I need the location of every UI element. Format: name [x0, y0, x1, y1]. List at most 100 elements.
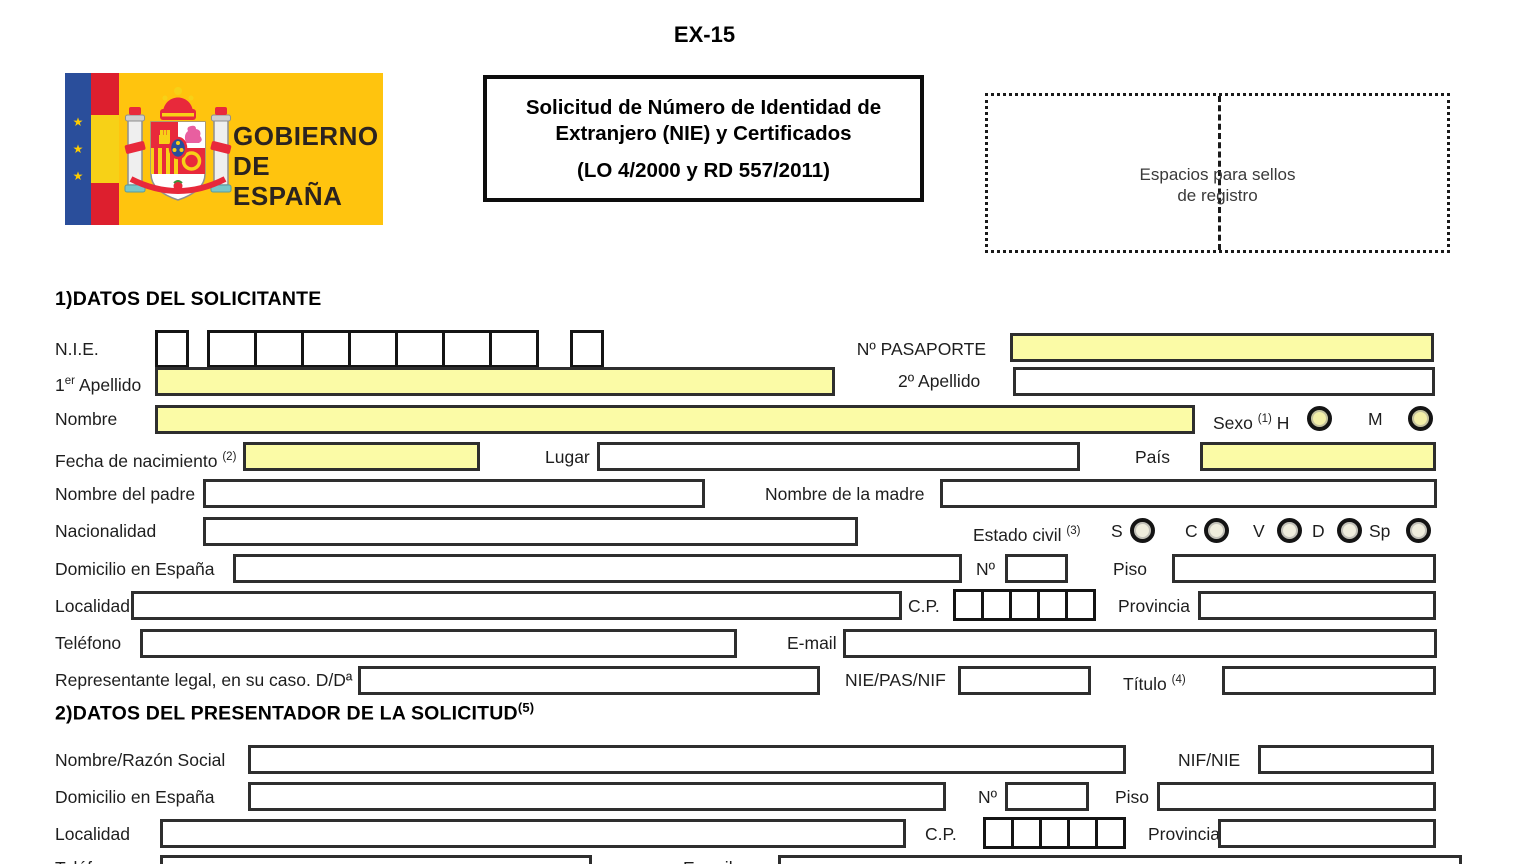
postal-code-cell[interactable] [1009, 589, 1040, 621]
nie-digit-cell[interactable] [348, 330, 398, 368]
postal-code-cell[interactable] [983, 817, 1014, 849]
birth-place-field[interactable] [597, 442, 1080, 471]
presenter-street-number-field[interactable] [1005, 782, 1089, 811]
marital-radio-v[interactable] [1277, 518, 1302, 543]
first-surname-field[interactable] [155, 367, 835, 396]
given-name-label: Nombre [55, 409, 118, 429]
sex-radio-m[interactable] [1408, 406, 1433, 431]
nie-label: N.I.E. [55, 339, 99, 359]
marital-radio-sp[interactable] [1406, 518, 1431, 543]
sex-option-m-label: M [1368, 409, 1383, 429]
stamp-box-divider [1217, 96, 1221, 250]
presenter-address-spain-label: Domicilio en España [55, 787, 215, 807]
birth-country-field[interactable] [1200, 442, 1436, 471]
address-spain-label: Domicilio en España [55, 559, 215, 579]
logo-wordmark: GOBIERNO DE ESPAÑA [233, 121, 379, 211]
nie-digit-cell[interactable] [395, 330, 445, 368]
presenter-company-name-field[interactable] [248, 745, 1126, 774]
presenter-floor-field[interactable] [1157, 782, 1436, 811]
street-number-field[interactable] [1005, 554, 1068, 583]
presenter-nif-nie-label: NIF/NIE [1178, 750, 1241, 770]
postal-code-cell[interactable] [1039, 817, 1070, 849]
postal-code-label: C.P. [908, 596, 940, 616]
sex-label: Sexo (1) H [1213, 412, 1290, 433]
locality-field[interactable] [131, 591, 902, 620]
form-title-line2: Extranjero (NIE) y Certificados [555, 122, 852, 145]
second-surname-field[interactable] [1013, 367, 1435, 396]
mother-name-label: Nombre de la madre [765, 484, 925, 504]
locality-label: Localidad [55, 596, 130, 616]
postal-code-cell[interactable] [981, 589, 1012, 621]
nie-digit-cell[interactable] [207, 330, 257, 368]
eu-star-icon: ★ [72, 115, 84, 129]
stamp-box-caption: Espacios para sellos de registro [1139, 165, 1296, 205]
postal-code-cell[interactable] [1037, 589, 1068, 621]
section-2-heading: 2)DATOS DEL PRESENTADOR DE LA SOLICITUD(… [55, 700, 535, 725]
email-field[interactable] [843, 629, 1437, 658]
nie-digit-cell[interactable] [489, 330, 539, 368]
presenter-address-spain-field[interactable] [248, 782, 946, 811]
birth-date-label: Fecha de nacimiento (2) [55, 450, 237, 471]
sex-radio-h[interactable] [1307, 406, 1332, 431]
spain-coat-of-arms-icon [124, 87, 232, 201]
postal-code-cell[interactable] [1067, 817, 1098, 849]
presenter-province-field[interactable] [1218, 819, 1436, 848]
marital-radio-c[interactable] [1204, 518, 1229, 543]
eu-star-icon: ★ [72, 169, 84, 183]
mother-name-field[interactable] [940, 479, 1437, 508]
address-spain-field[interactable] [233, 554, 962, 583]
legal-representative-field[interactable] [358, 666, 820, 695]
postal-code-cell[interactable] [1065, 589, 1096, 621]
province-field[interactable] [1198, 591, 1436, 620]
passport-number-label: Nº PASAPORTE [856, 339, 986, 359]
presenter-postal-code-label: C.P. [925, 824, 957, 844]
spain-flag-stripe [91, 73, 119, 225]
nie-pas-nif-label: NIE/PAS/NIF [845, 670, 946, 690]
presenter-phone-label: Teléfono [55, 858, 121, 864]
nie-digit-cell[interactable] [301, 330, 351, 368]
form-title-box: Solicitud de Número de Identidad de Extr… [483, 75, 924, 202]
presenter-phone-field[interactable] [160, 855, 592, 864]
presenter-province-label: Provincia [1148, 824, 1220, 844]
postal-code-cell[interactable] [1011, 817, 1042, 849]
postal-code-cell[interactable] [1095, 817, 1126, 849]
nie-digit-cell[interactable] [254, 330, 304, 368]
form-title-line1: Solicitud de Número de Identidad de [525, 96, 882, 119]
marital-radio-d[interactable] [1337, 518, 1362, 543]
floor-field[interactable] [1172, 554, 1436, 583]
form-code: EX-15 [673, 22, 736, 47]
email-label: E-mail [787, 633, 837, 653]
postal-code-strip [953, 589, 1096, 621]
nationality-label: Nacionalidad [55, 521, 157, 541]
representative-title-field[interactable] [1222, 666, 1436, 695]
postal-code-cell[interactable] [953, 589, 984, 621]
presenter-nif-nie-field[interactable] [1258, 745, 1434, 774]
nie-digit-cell[interactable] [442, 330, 492, 368]
nie-pas-nif-field[interactable] [958, 666, 1091, 695]
section-1-heading: 1)DATOS DEL SOLICITANTE [55, 288, 322, 310]
phone-field[interactable] [140, 629, 737, 658]
marital-option-d-label: D [1312, 521, 1325, 541]
marital-radio-s[interactable] [1130, 518, 1155, 543]
father-name-label: Nombre del padre [55, 484, 196, 504]
presenter-street-number-label: Nº [978, 787, 998, 807]
second-surname-label: 2º Apellido [898, 371, 981, 391]
father-name-field[interactable] [203, 479, 705, 508]
street-number-label: Nº [976, 559, 996, 579]
eu-star-icon: ★ [72, 142, 84, 156]
eu-flag-stripe: ★ ★ ★ [65, 73, 91, 225]
form-title-line3: (LO 4/2000 y RD 557/2011) [577, 159, 830, 182]
marital-option-c-label: C [1185, 521, 1198, 541]
marital-status-label: Estado civil (3) [973, 524, 1081, 545]
given-name-field[interactable] [155, 405, 1195, 434]
presenter-postal-code-strip [983, 817, 1126, 849]
nationality-field[interactable] [203, 517, 858, 546]
passport-number-field[interactable] [1010, 333, 1434, 362]
presenter-email-field[interactable] [778, 855, 1462, 864]
nie-digit-strip [207, 330, 539, 368]
presenter-locality-field[interactable] [160, 819, 906, 848]
nie-check-box[interactable] [570, 330, 604, 368]
birth-date-field[interactable] [243, 442, 480, 471]
nie-letter-box[interactable] [155, 330, 189, 368]
